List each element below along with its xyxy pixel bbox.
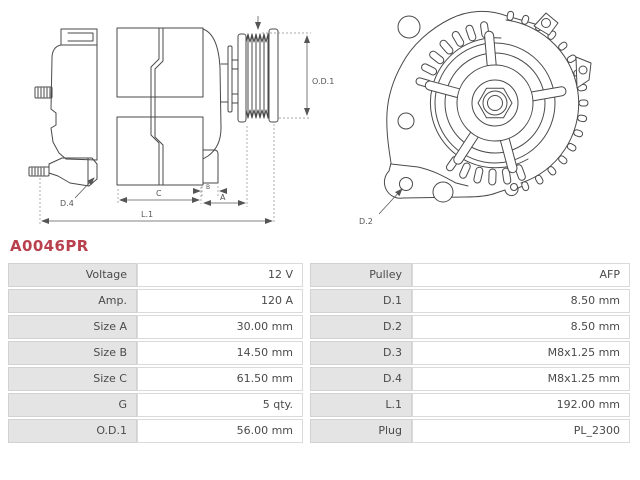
spec-value-l1: 192.00 mm (412, 393, 630, 417)
spec-value-d4: M8x1.25 mm (412, 367, 630, 391)
spec-value-d3: M8x1.25 mm (412, 341, 630, 365)
column-gap (303, 263, 310, 287)
stator-body-lower (116, 116, 204, 186)
pulley-front (423, 30, 568, 175)
part-number-title: A0046PR (10, 237, 89, 255)
dimension-d4: D.4 (60, 177, 95, 208)
pulley-side (227, 28, 279, 123)
left-hole (397, 112, 415, 130)
dim-label-l1: L.1 (141, 210, 153, 219)
dimension-d2: D.2 (359, 188, 403, 226)
top-left-hole (397, 15, 421, 39)
spec-value-g: 5 qty. (137, 393, 303, 417)
spec-label-amp: Amp. (8, 289, 137, 313)
rear-cover (50, 44, 98, 161)
column-gap (303, 315, 310, 339)
spec-label-g: G (8, 393, 137, 417)
dim-label-od1: O.D.1 (312, 77, 334, 86)
spec-label-d1: D.1 (310, 289, 412, 313)
dim-label-d4: D.4 (60, 199, 74, 208)
spec-label-size-c: Size C (8, 367, 137, 391)
spec-label-od1: O.D.1 (8, 419, 137, 443)
column-gap (303, 289, 310, 313)
foot-hole (432, 181, 454, 203)
spec-label-l1: L.1 (310, 393, 412, 417)
spec-table: Voltage 12 V Pulley AFP Amp. 120 A D.1 8… (8, 263, 630, 443)
spec-value-size-a: 30.00 mm (137, 315, 303, 339)
spec-value-od1: 56.00 mm (137, 419, 303, 443)
spec-label-voltage: Voltage (8, 263, 137, 287)
column-gap (303, 419, 310, 443)
spec-value-size-b: 14.50 mm (137, 341, 303, 365)
spec-value-amp: 120 A (137, 289, 303, 313)
rear-mounting-ear (48, 157, 98, 187)
dim-label-b: B (206, 184, 210, 191)
spec-value-d1: 8.50 mm (412, 289, 630, 313)
front-bracket (202, 28, 222, 160)
column-gap (303, 367, 310, 391)
shaft-nut (477, 87, 513, 119)
stator-body-upper (116, 27, 204, 98)
front-mounting-foot (202, 149, 219, 184)
rectifier-fins (505, 10, 589, 192)
dim-label-a: A (220, 193, 226, 202)
spec-value-d2: 8.50 mm (412, 315, 630, 339)
top-right-ear (533, 12, 559, 36)
alternator-side-view: O.D.1 D.4 C B A L.1 (28, 16, 334, 224)
column-gap (303, 393, 310, 417)
spec-label-d3: D.3 (310, 341, 412, 365)
dimension-od1: O.D.1 (255, 16, 334, 119)
mounting-hole-d2 (399, 177, 413, 191)
dimension-a: A (203, 126, 248, 207)
spec-label-size-a: Size A (8, 315, 137, 339)
technical-drawing: O.D.1 D.4 C B A L.1 (28, 10, 592, 226)
mounting-stud (28, 166, 50, 177)
dim-label-d2: D.2 (359, 217, 373, 226)
terminal-stud (34, 86, 53, 99)
spec-label-plug: Plug (310, 419, 412, 443)
spec-value-voltage: 12 V (137, 263, 303, 287)
dim-label-c: C (156, 189, 162, 198)
column-gap (303, 341, 310, 365)
spec-value-pulley: AFP (412, 263, 630, 287)
alternator-front-view: D.2 (359, 10, 592, 226)
spec-label-d4: D.4 (310, 367, 412, 391)
spec-label-d2: D.2 (310, 315, 412, 339)
right-ear (575, 56, 592, 89)
spec-label-size-b: Size B (8, 341, 137, 365)
spec-label-pulley: Pulley (310, 263, 412, 287)
spec-value-plug: PL_2300 (412, 419, 630, 443)
rear-terminal-block (60, 28, 98, 46)
spec-value-size-c: 61.50 mm (137, 367, 303, 391)
dimension-b: B (193, 184, 227, 197)
dimension-l1: L.1 (39, 124, 275, 224)
dimension-c: C (117, 187, 202, 204)
